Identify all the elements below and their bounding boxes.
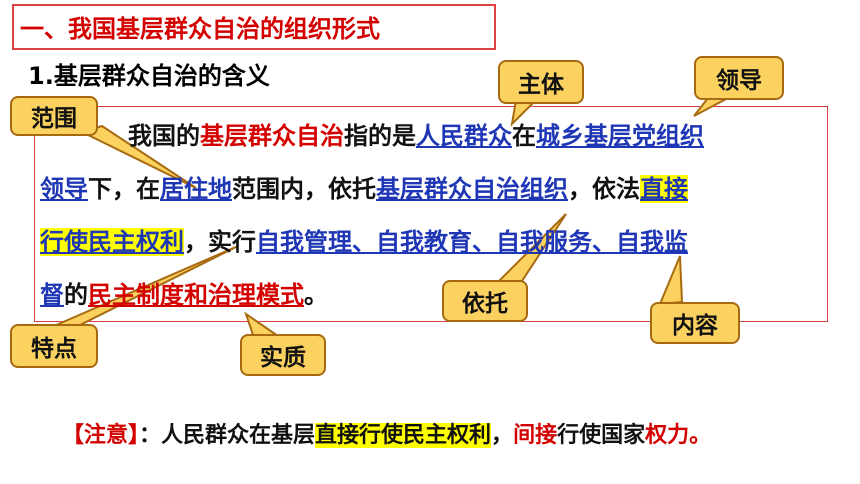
note-text: 行使国家: [557, 423, 646, 448]
callout-yituo: 依托: [442, 280, 528, 322]
page-title: 一、我国基层群众自治的组织形式: [20, 15, 380, 43]
callout-zhuti: 主体: [498, 60, 584, 104]
note-indirect: 间接: [513, 423, 558, 448]
definition-box: [34, 106, 828, 322]
l2-text: ，依法: [568, 175, 640, 203]
keyword-party-org: 城乡基层党组织: [536, 122, 704, 150]
keyword-people: 人民群众: [416, 122, 512, 150]
definition-line-1: 我国的基层群众自治指的是人民群众在城乡基层党组织: [128, 119, 704, 153]
callout-tedian: 特点: [10, 324, 98, 368]
keyword-self-gov-org: 基层群众自治组织: [376, 175, 568, 203]
keyword-democratic-system: 民主制度和治理模式: [88, 281, 304, 309]
definition-line-4: 督的民主制度和治理模式。: [40, 278, 328, 312]
section-subtitle: 1.基层群众自治的含义: [28, 62, 270, 90]
title-box: [12, 4, 496, 50]
keyword-self-management: 自我管理、自我教育、自我服务、自我监: [256, 228, 688, 256]
note-state-power: 权力。: [645, 423, 712, 448]
keyword-residence: 居住地: [160, 175, 232, 203]
keyword-self-governance: 基层群众自治: [200, 122, 344, 150]
keyword-exercise-rights: 行使民主权利: [40, 228, 184, 256]
l2-text: 范围内，依托: [232, 175, 376, 203]
callout-shizhi: 实质: [240, 334, 326, 376]
note-label: 【注意】: [62, 423, 140, 448]
l1-text: 我国的: [128, 122, 200, 150]
note-line: 【注意】：人民群众在基层直接行使民主权利，间接行使国家权力。: [62, 417, 711, 449]
note-direct-rights: 直接行使民主权利: [315, 423, 492, 448]
l4-text: 。: [304, 281, 328, 309]
l3-text: ，实行: [184, 228, 256, 256]
definition-line-2: 领导下，在居住地范围内，依托基层群众自治组织，依法直接: [40, 172, 688, 206]
l1-text: 在: [512, 122, 536, 150]
l1-text: 指的是: [344, 122, 416, 150]
keyword-leadership: 领导: [40, 175, 88, 203]
note-text: ，: [491, 423, 514, 448]
callout-fanwei: 范围: [10, 96, 98, 136]
l4-text: 的: [64, 281, 88, 309]
keyword-supervision: 督: [40, 281, 64, 309]
definition-line-3: 行使民主权利，实行自我管理、自我教育、自我服务、自我监: [40, 225, 688, 259]
callout-neirong: 内容: [650, 302, 740, 344]
keyword-direct: 直接: [640, 175, 688, 203]
callout-lingdao: 领导: [694, 56, 784, 100]
l2-text: 下，在: [88, 175, 160, 203]
note-text: ：人民群众在基层: [139, 423, 316, 448]
